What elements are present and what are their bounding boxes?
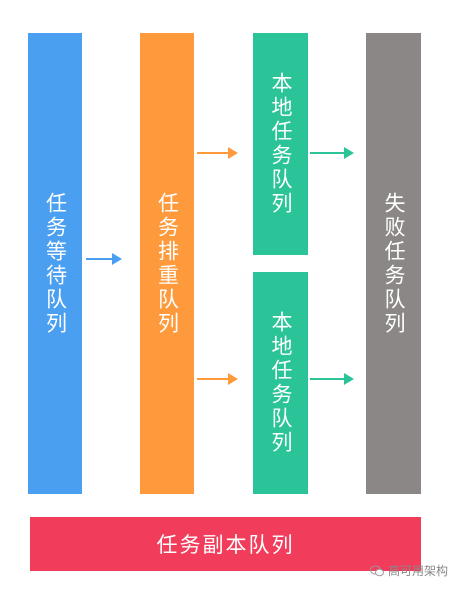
- failed-task-queue-label: 失败任务队列: [382, 191, 406, 336]
- wechat-icon: [369, 565, 384, 576]
- task-wait-queue-label: 任务等待队列: [43, 191, 68, 336]
- task-replica-queue-label: 任务副本队列: [156, 533, 295, 557]
- arrow-local-top-to-fail: [310, 147, 354, 159]
- arrow-dedup-to-local-bottom: [197, 373, 238, 385]
- local-task-queue-bottom-label: 本地任务队列: [269, 311, 293, 455]
- local-task-queue-top-label: 本地任务队列: [269, 72, 293, 216]
- task-replica-queue-block: 任务副本队列: [30, 517, 421, 571]
- arrow-local-bottom-to-fail: [310, 373, 354, 385]
- task-wait-queue-block: 任务等待队列: [28, 33, 82, 494]
- task-dedup-queue-label: 任务排重队列: [155, 191, 180, 336]
- watermark: 高可用架构: [369, 562, 448, 579]
- task-dedup-queue-block: 任务排重队列: [140, 33, 194, 494]
- watermark-text: 高可用架构: [387, 564, 448, 578]
- local-task-queue-top-block: 本地任务队列: [253, 33, 308, 255]
- local-task-queue-bottom-block: 本地任务队列: [253, 272, 308, 494]
- arrow-dedup-to-local-top: [197, 147, 238, 159]
- failed-task-queue-block: 失败任务队列: [366, 33, 421, 494]
- arrow-wait-to-dedup: [86, 253, 122, 265]
